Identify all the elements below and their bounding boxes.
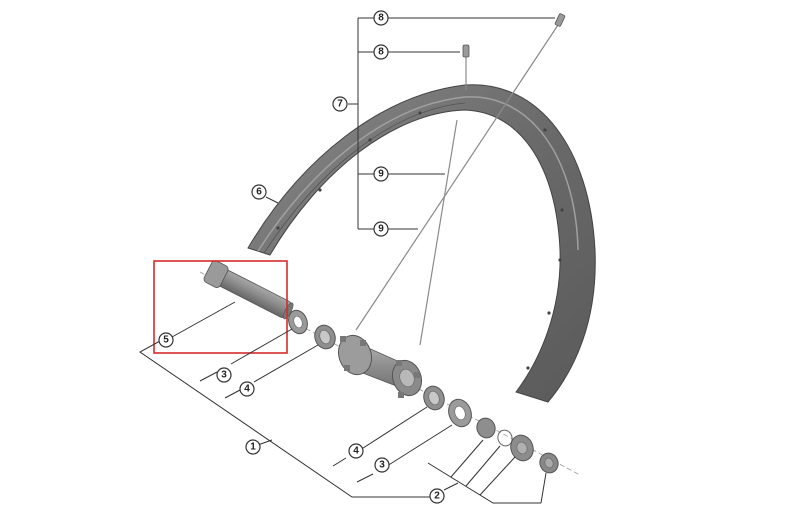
hub-body [337, 334, 423, 398]
callout-4-right: 4 [348, 443, 364, 459]
spoke-1 [355, 21, 561, 331]
axle [203, 260, 294, 320]
washer-left [288, 309, 308, 335]
spokes [355, 13, 566, 346]
svg-text:8: 8 [378, 47, 384, 58]
callout-7: 7 [332, 96, 348, 112]
callout-2: 2 [429, 488, 445, 504]
callout-9-lower: 9 [373, 221, 389, 237]
svg-text:8: 8 [378, 13, 384, 24]
svg-text:4: 4 [353, 446, 359, 457]
svg-text:4: 4 [244, 384, 250, 395]
callout-1: 1 [245, 439, 261, 455]
callout-3-left: 3 [216, 367, 232, 383]
svg-text:9: 9 [378, 224, 384, 235]
svg-text:6: 6 [256, 187, 262, 198]
svg-text:3: 3 [221, 370, 227, 381]
bearing-right [423, 385, 445, 411]
svg-text:2: 2 [434, 491, 440, 502]
spoke-nipple-lower [462, 44, 470, 58]
callout-8-lower: 8 [373, 44, 389, 60]
callout-8-upper: 8 [373, 10, 389, 26]
svg-text:5: 5 [163, 335, 169, 346]
rim [247, 84, 596, 403]
highlight-box-axle [153, 260, 288, 354]
svg-text:1: 1 [250, 442, 256, 453]
callout-4-left: 4 [239, 381, 255, 397]
svg-text:7: 7 [337, 99, 343, 110]
bearing-left [314, 324, 336, 350]
washer-right [448, 398, 472, 428]
callout-6: 6 [251, 184, 267, 200]
end-cap-set [476, 417, 559, 474]
callout-3-right: 3 [374, 457, 390, 473]
callout-9-upper: 9 [373, 166, 389, 182]
svg-text:9: 9 [378, 169, 384, 180]
spoke-nipple-upper [554, 13, 566, 27]
spoke-2 [419, 119, 458, 346]
svg-text:3: 3 [379, 460, 385, 471]
callout-5: 5 [158, 332, 174, 348]
